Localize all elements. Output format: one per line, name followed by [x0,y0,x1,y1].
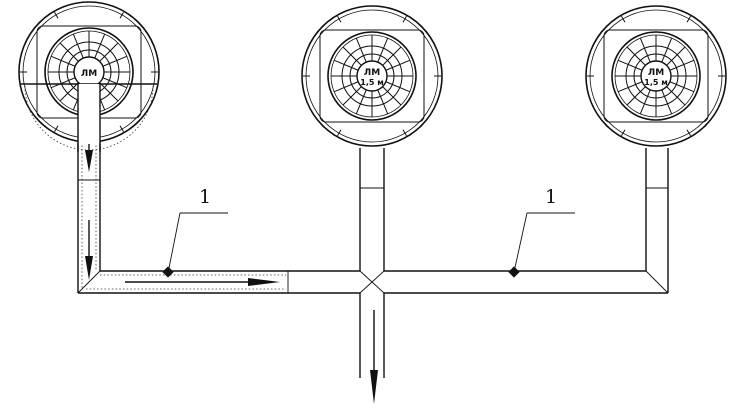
manhole-grate-bar [72,33,84,59]
manhole-grate-bar [342,86,362,106]
manhole-grate-bar [639,37,651,63]
manhole-label-bottom: 1,5 м [360,78,384,87]
manhole-grate-bar [333,81,359,93]
callout-label: 1 [199,186,211,208]
manhole-tick [402,15,407,23]
manhole-frame [603,29,709,123]
manhole-grate-bar [661,89,673,115]
manhole-grate-bar [666,46,686,66]
manhole-grate-bar [355,37,367,63]
callout-left: 1 [162,186,228,278]
flow-arrow-down-icon [370,370,378,404]
manhole-tick [686,129,691,137]
manhole-grate-bar [99,42,119,62]
manhole-grate-bar [377,37,389,63]
manhole-center-disc [356,60,388,92]
callout-leader [513,212,528,273]
manhole-tick [119,125,124,133]
junction-diagonal [359,270,385,294]
manhole-grate-bar [342,46,362,66]
manhole-section-fill [24,85,154,151]
manhole-grate-bar [102,55,128,67]
manhole-grate-bar [50,77,76,89]
manhole-grate-bar [617,59,643,71]
manhole-grate-bar [617,81,643,93]
callout-leader [167,212,181,274]
manhole-1: ЛМ [18,1,160,152]
manhole-frame [319,29,425,123]
manhole-label-top: ЛМ [364,68,380,78]
manhole-grate-bar [377,89,389,115]
manhole-tick [119,11,124,19]
callout-marker-icon [162,266,174,278]
manhole-grate-bar [59,82,79,102]
right-elbow [645,270,669,294]
callout-right: 1 [508,186,575,278]
manhole-tick [621,15,626,23]
manhole-grate-bar [626,86,646,106]
manhole-grate-bar [626,46,646,66]
manhole-grate-bar [382,86,402,106]
flow-arrow-right-icon [248,278,280,286]
manhole-grate-bar [661,37,673,63]
manhole-label-top: ЛМ [648,68,664,78]
manhole-tick [337,15,342,23]
left-elbow [77,270,101,294]
manhole-grate-bar [355,89,367,115]
manhole-grate-bar [666,86,686,106]
manhole-tick [402,129,407,137]
manhole-tick [686,15,691,23]
manhole-tick [54,11,59,19]
flow-arrows [85,125,378,404]
manhole-3: ЛМ1,5 м [585,5,727,147]
manhole-tick [54,125,59,133]
flow-arrow-down-icon [85,256,93,280]
manhole-grate-bar [333,59,359,71]
manhole-grate-bar [59,42,79,62]
manhole-outlet [78,84,100,144]
manhole-center-disc [640,60,672,92]
manhole-grate-bar [385,59,411,71]
manhole-grate-bar [99,82,119,102]
callout-marker-icon [508,266,520,278]
flow-arrow-down-icon [85,150,93,172]
manhole-tick [621,129,626,137]
manhole-grate-bar [385,81,411,93]
manhole-grate-bar [669,59,695,71]
pipe-network [77,85,669,378]
manhole-label-top: ЛМ [81,69,97,79]
manhole-grate-bar [94,33,106,59]
manhole-tick [337,129,342,137]
manhole-grate-bar [382,46,402,66]
manhole-2: ЛМ1,5 м [301,5,443,147]
manhole-grate-bar [102,77,128,89]
callout-label: 1 [545,186,557,208]
manhole-label-bottom: 1,5 м [644,78,668,87]
manhole-grate-bar [639,89,651,115]
manhole-grate-bar [50,55,76,67]
manhole-grate-bar [669,81,695,93]
